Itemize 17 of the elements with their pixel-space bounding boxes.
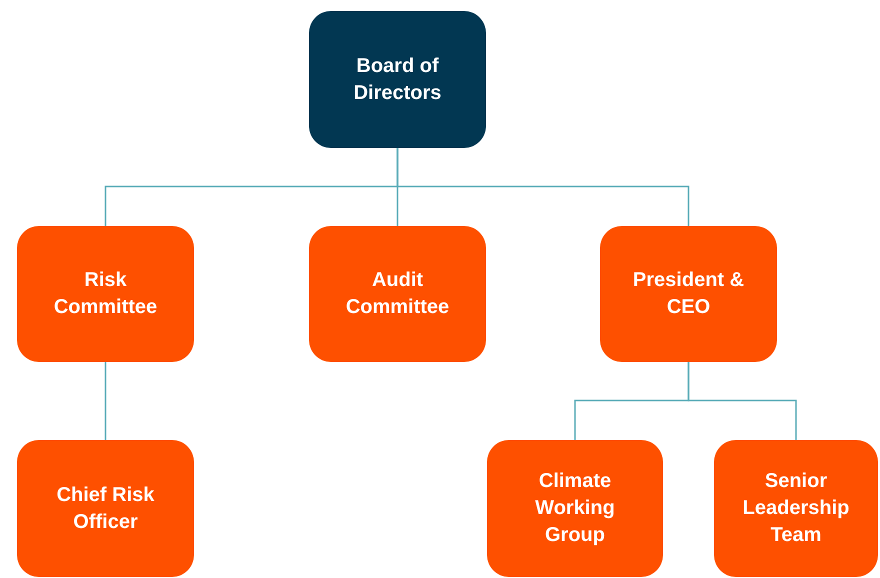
connector-line: [104, 362, 106, 440]
role-title: Climate Working Group: [534, 469, 616, 548]
role-title: Risk Committee: [52, 268, 158, 320]
org-box: [600, 226, 777, 362]
org-box: [487, 440, 663, 577]
connector-line: [396, 148, 690, 226]
role-title: Board of Directors: [352, 54, 442, 106]
org-box: [309, 226, 486, 362]
connector-line: [688, 362, 797, 440]
role-title: Chief Risk Officer: [56, 482, 156, 534]
role-title: Audit Committee: [344, 268, 450, 320]
role-title: President & CEO: [632, 268, 746, 320]
role-title: Senior Leadership Team: [742, 469, 850, 548]
org-box: [714, 440, 878, 577]
org-box: [17, 226, 194, 362]
org-box: [17, 440, 194, 577]
org-box: [309, 11, 486, 148]
